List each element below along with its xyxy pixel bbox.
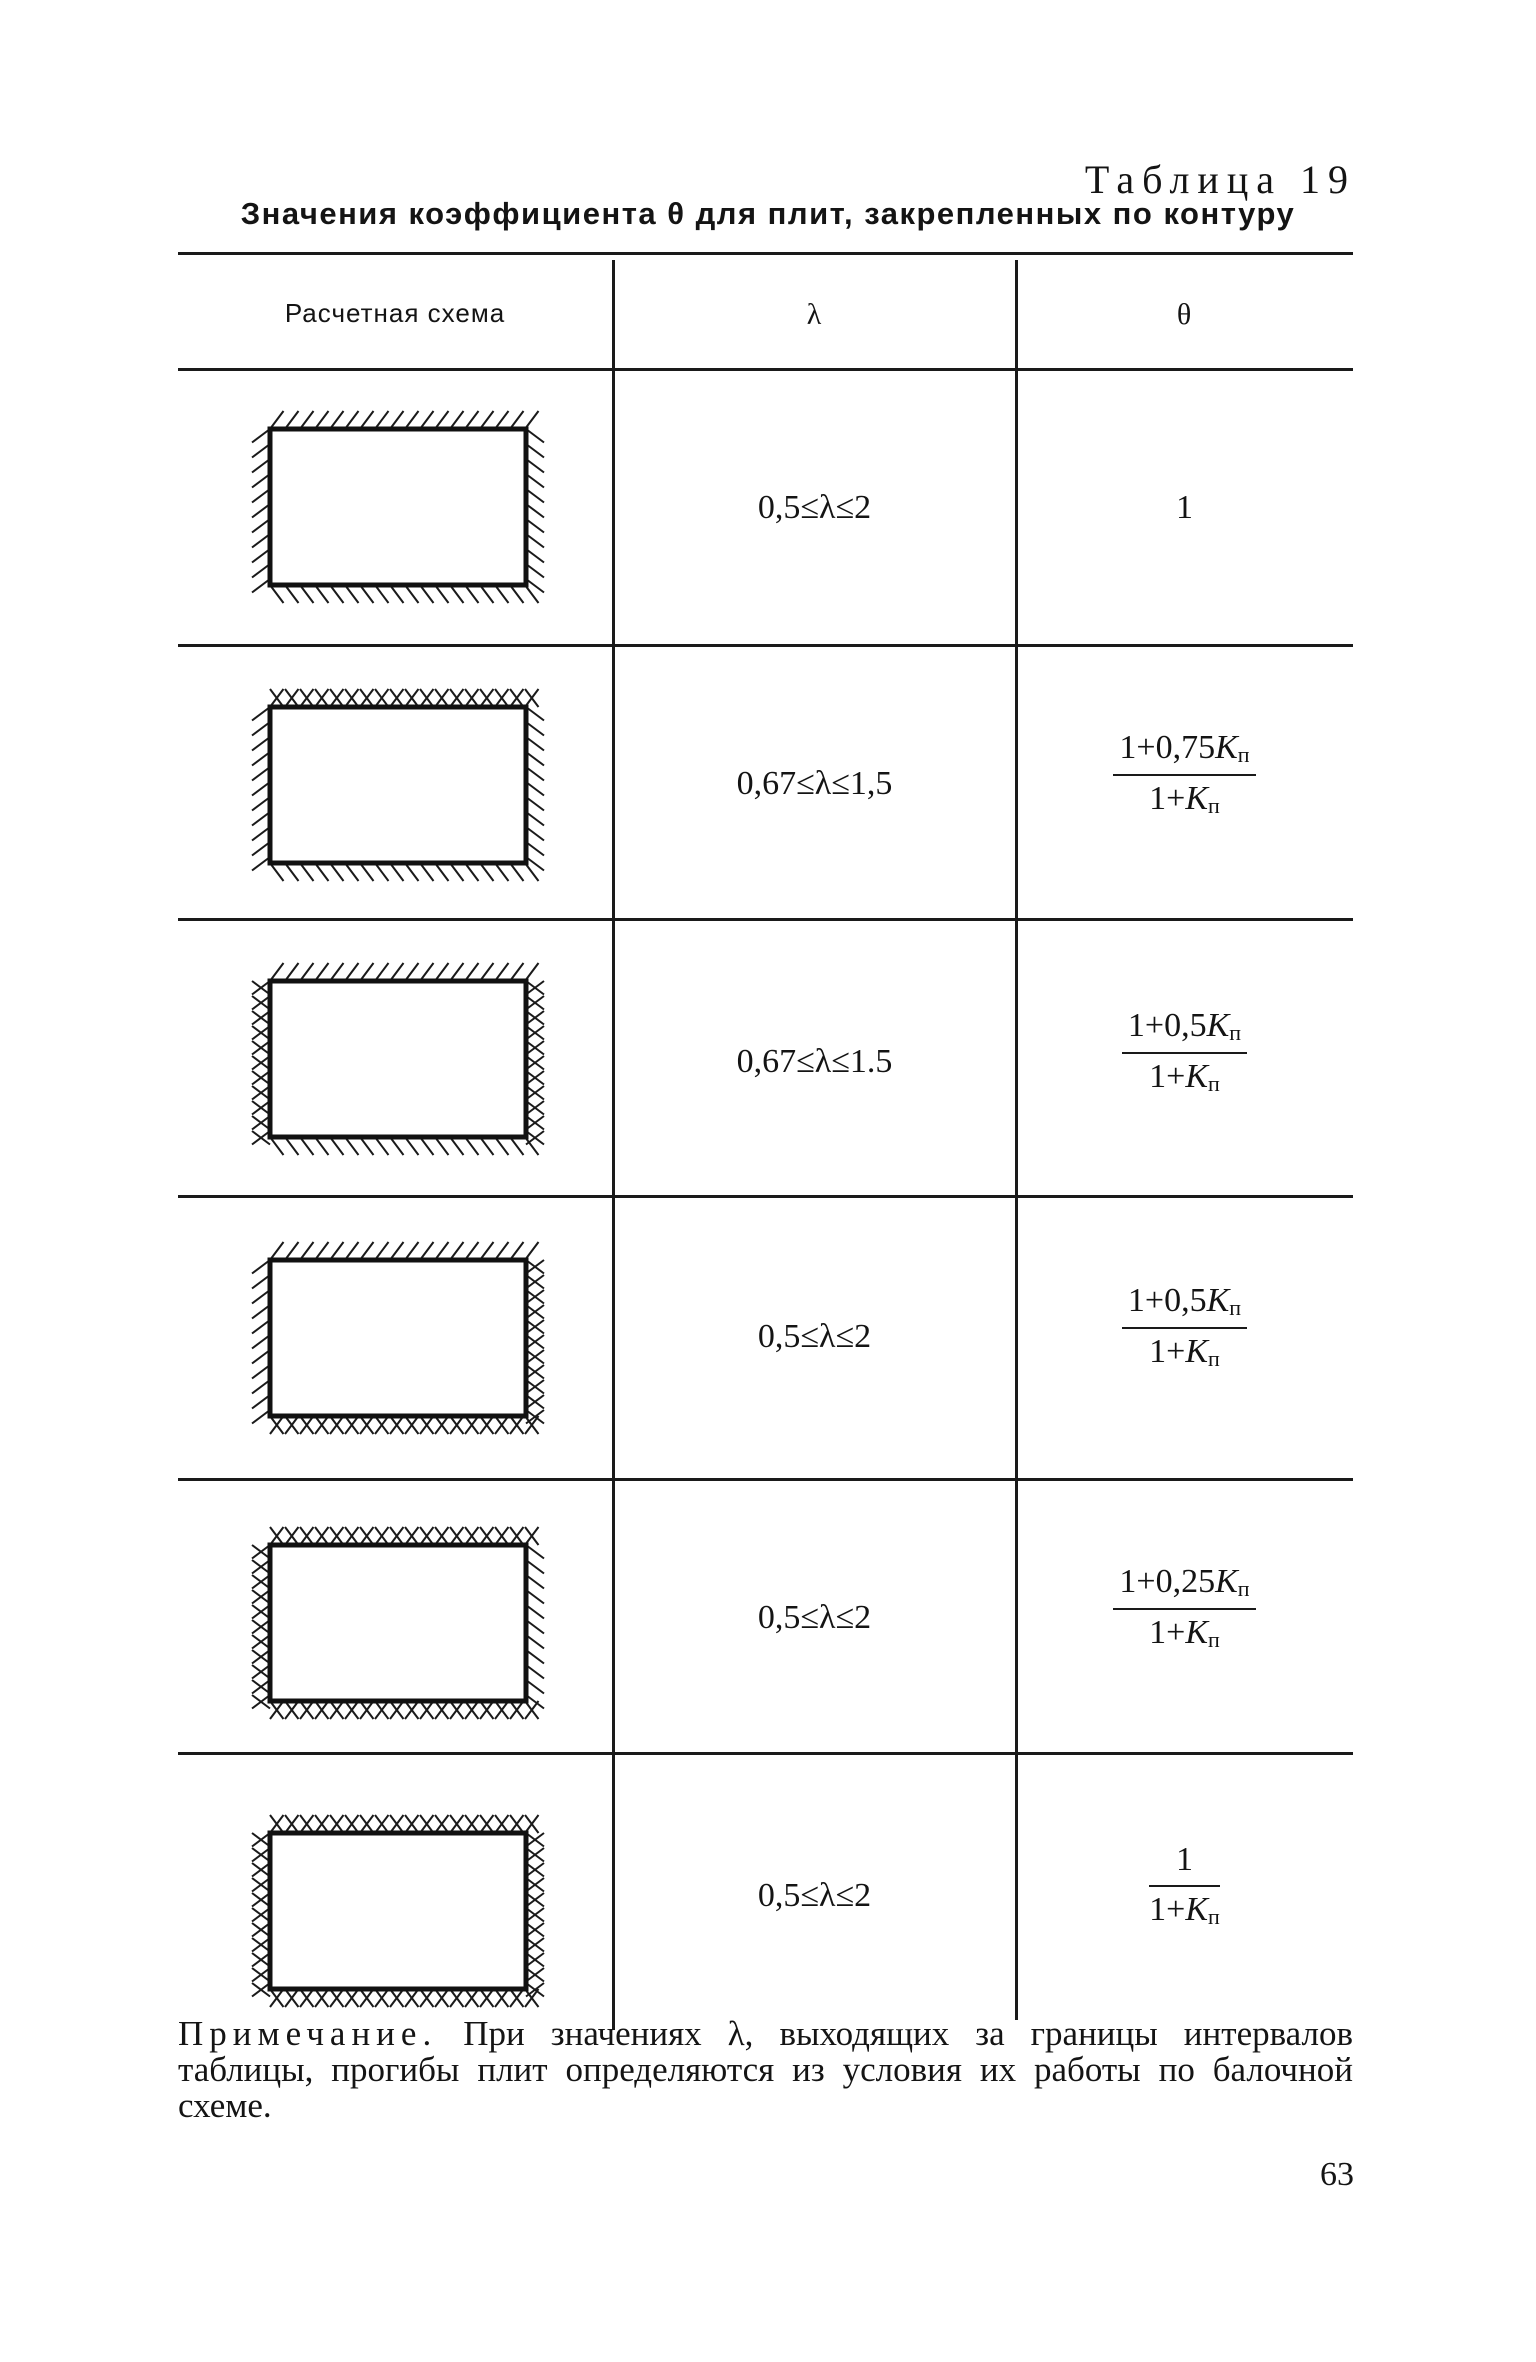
k-symbol: K bbox=[1215, 729, 1238, 766]
k-subscript: п bbox=[1229, 1020, 1242, 1045]
k-symbol: K bbox=[1185, 1614, 1209, 1651]
theta-numerator: 1 bbox=[1176, 489, 1193, 526]
header-theta: θ bbox=[1176, 298, 1193, 331]
row-rule-3 bbox=[178, 1195, 1353, 1198]
k-symbol: K bbox=[1215, 1563, 1238, 1600]
theta-value: 1 1+Kп bbox=[1016, 1841, 1353, 1930]
k-subscript: п bbox=[1208, 1904, 1220, 1929]
header-lambda: λ bbox=[806, 298, 823, 331]
lambda-range: 0,67≤λ≤1,5 bbox=[736, 765, 893, 802]
header-scheme: Расчетная схема bbox=[284, 298, 506, 328]
theta-denominator: 1+ bbox=[1149, 1891, 1186, 1928]
table-row: 0,67≤λ≤1.5 1+0,5Kп 1+Kп bbox=[178, 921, 1353, 1195]
table-top-rule bbox=[178, 252, 1353, 255]
note-label: Примечание. bbox=[178, 2014, 438, 2053]
table-title: Значения коэффициента θ для плит, закреп… bbox=[240, 196, 1296, 231]
theta-fraction: 1+0,25Kп 1+Kп bbox=[1113, 1563, 1256, 1653]
row-rule-5 bbox=[178, 1752, 1353, 1755]
theta-fraction: 1+0,5Kп 1+Kп bbox=[1121, 1007, 1248, 1097]
header-bottom-rule bbox=[178, 368, 1353, 371]
k-symbol: K bbox=[1185, 780, 1209, 817]
k-symbol: K bbox=[1206, 1007, 1230, 1044]
table-row: 0,5≤λ≤2 1+0,5Kп 1+Kп bbox=[178, 1198, 1353, 1478]
row-rule-1 bbox=[178, 644, 1353, 647]
theta-denominator: 1+ bbox=[1149, 780, 1186, 817]
k-symbol: K bbox=[1185, 1333, 1209, 1370]
table-row: 0,5≤λ≤2 1 1+Kп bbox=[178, 1755, 1353, 2015]
scheme-diagram bbox=[251, 1241, 545, 1435]
theta-numerator: 1+0,5 bbox=[1127, 1282, 1207, 1319]
k-subscript: п bbox=[1229, 1295, 1242, 1320]
scheme-diagram bbox=[251, 1526, 545, 1720]
lambda-range: 0,5≤λ≤2 bbox=[757, 1599, 872, 1636]
scheme-diagram bbox=[251, 688, 545, 882]
row-rule-2 bbox=[178, 918, 1353, 921]
theta-fraction: 1+0,5Kп 1+Kп bbox=[1121, 1282, 1248, 1372]
k-symbol: K bbox=[1206, 1282, 1230, 1319]
table-number: Таблица 19 bbox=[1084, 157, 1356, 202]
row-rule-4 bbox=[178, 1478, 1353, 1481]
column-divider-1 bbox=[612, 260, 615, 2030]
scheme-diagram bbox=[251, 410, 545, 604]
column-divider-2 bbox=[1015, 260, 1018, 2020]
theta-value: 1+0,5Kп 1+Kп bbox=[1016, 1282, 1353, 1372]
lambda-range: 0,5≤λ≤2 bbox=[757, 1877, 872, 1914]
theta-numerator: 1+0,5 bbox=[1127, 1007, 1207, 1044]
k-subscript: п bbox=[1208, 1346, 1220, 1371]
lambda-range: 0,5≤λ≤2 bbox=[757, 489, 872, 526]
table-row: 0,5≤λ≤2 1+0,25Kп 1+Kп bbox=[178, 1481, 1353, 1752]
k-subscript: п bbox=[1237, 742, 1250, 767]
scheme-diagram bbox=[251, 962, 545, 1156]
table-note: Примечание. При значениях λ, выходящих з… bbox=[178, 2016, 1353, 2124]
k-subscript: п bbox=[1237, 1576, 1250, 1601]
theta-fraction: 1+0,75Kп 1+Kп bbox=[1113, 729, 1256, 819]
theta-denominator: 1+ bbox=[1149, 1058, 1186, 1095]
k-symbol: K bbox=[1185, 1891, 1209, 1928]
lambda-range: 0,67≤λ≤1.5 bbox=[736, 1043, 893, 1080]
k-subscript: п bbox=[1208, 793, 1220, 818]
scheme-diagram bbox=[251, 1814, 545, 2008]
theta-fraction: 1 1+Kп bbox=[1149, 1841, 1220, 1930]
theta-numerator: 1+0,25 bbox=[1119, 1563, 1216, 1600]
k-subscript: п bbox=[1208, 1071, 1220, 1096]
note-text: При значениях λ, выходящих за границы ин… bbox=[178, 2014, 1353, 2125]
theta-value: 1+0,75Kп 1+Kп bbox=[1016, 729, 1353, 819]
table-row: 0,5≤λ≤2 1 bbox=[178, 371, 1353, 644]
k-subscript: п bbox=[1208, 1627, 1220, 1652]
theta-value: 1+0,25Kп 1+Kп bbox=[1016, 1563, 1353, 1653]
theta-denominator: 1+ bbox=[1149, 1614, 1186, 1651]
table-row: 0,67≤λ≤1,5 1+0,75Kп 1+Kп bbox=[178, 647, 1353, 918]
theta-value: 1 bbox=[1016, 489, 1353, 527]
theta-numerator: 1+0,75 bbox=[1119, 729, 1216, 766]
theta-value: 1+0,5Kп 1+Kп bbox=[1016, 1007, 1353, 1097]
k-symbol: K bbox=[1185, 1058, 1209, 1095]
theta-denominator: 1+ bbox=[1149, 1333, 1186, 1370]
page-number: 63 bbox=[1320, 2156, 1354, 2193]
theta-numerator: 1 bbox=[1176, 1841, 1193, 1878]
lambda-range: 0,5≤λ≤2 bbox=[757, 1318, 872, 1355]
